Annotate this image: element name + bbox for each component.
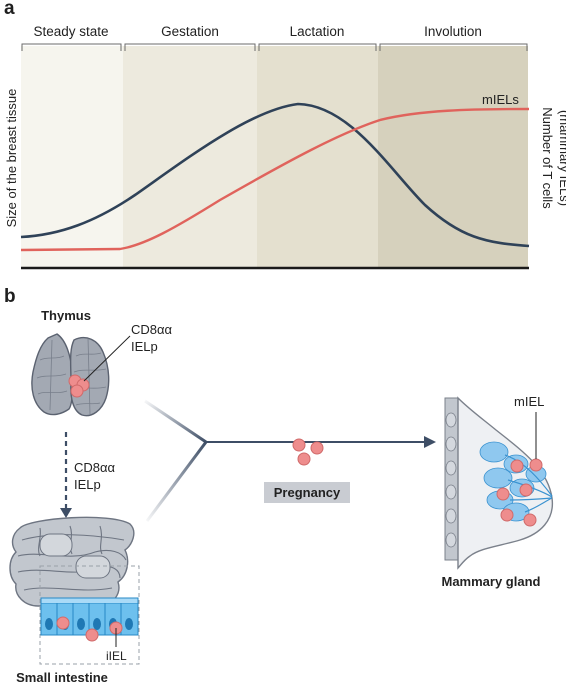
miel-label: mIEL — [514, 394, 544, 409]
migrating-label-line2: IELp — [74, 477, 101, 492]
phase-label-steady: Steady state — [33, 24, 108, 39]
phase-bg-steady — [21, 46, 123, 268]
pregnancy-badge — [264, 482, 350, 503]
intestine-route-line — [145, 441, 208, 522]
migrating-label-line1: CD8αα — [74, 460, 116, 475]
intestine-zoom-box — [39, 565, 140, 665]
phase-bg-lactation — [257, 46, 378, 268]
phase-label-lactation: Lactation — [290, 24, 345, 39]
miels-series-label: mIELs — [482, 92, 519, 107]
pregnancy-arrowhead — [424, 436, 436, 448]
iiel-label: iIEL — [106, 649, 127, 663]
panel-b-diagram: Thymus CD8αα IELp — [9, 308, 554, 685]
y-right-label-line1: Number of T cells — [540, 107, 555, 209]
y-left-label: Size of the breast tissue — [4, 89, 19, 228]
phase-brackets — [21, 43, 528, 51]
y-right-label-line2: (mammary IELs) — [557, 110, 566, 206]
tcell-number-curve — [20, 107, 530, 252]
thymus-route-line — [144, 399, 207, 444]
cell-label-leader — [83, 335, 131, 382]
cell-label-line2: IELp — [131, 339, 158, 354]
thymus-cells — [68, 374, 90, 398]
mammary-gland-label: Mammary gland — [442, 574, 541, 589]
phase-label-involution: Involution — [424, 24, 482, 39]
mammary-iel-cells — [496, 458, 543, 527]
phase-label-gestation: Gestation — [161, 24, 219, 39]
cell-label-line1: CD8αα — [131, 322, 173, 337]
phase-bg-involution — [378, 46, 528, 268]
intestine-label: Small intestine — [16, 670, 108, 685]
intestine-organ — [9, 516, 135, 607]
thymus-label: Thymus — [41, 308, 91, 323]
traveling-cells — [292, 438, 324, 466]
panel-a-chart: Steady state Gestation Lactation Involut… — [4, 24, 566, 270]
panel-a-letter: a — [4, 0, 15, 19]
pregnancy-label: Pregnancy — [274, 485, 341, 500]
thymus-organ — [31, 333, 110, 417]
tissue-size-curve — [20, 102, 530, 248]
migration-arrowhead — [60, 508, 72, 518]
mammary-gland — [444, 396, 554, 570]
panel-b-letter: b — [4, 286, 16, 307]
